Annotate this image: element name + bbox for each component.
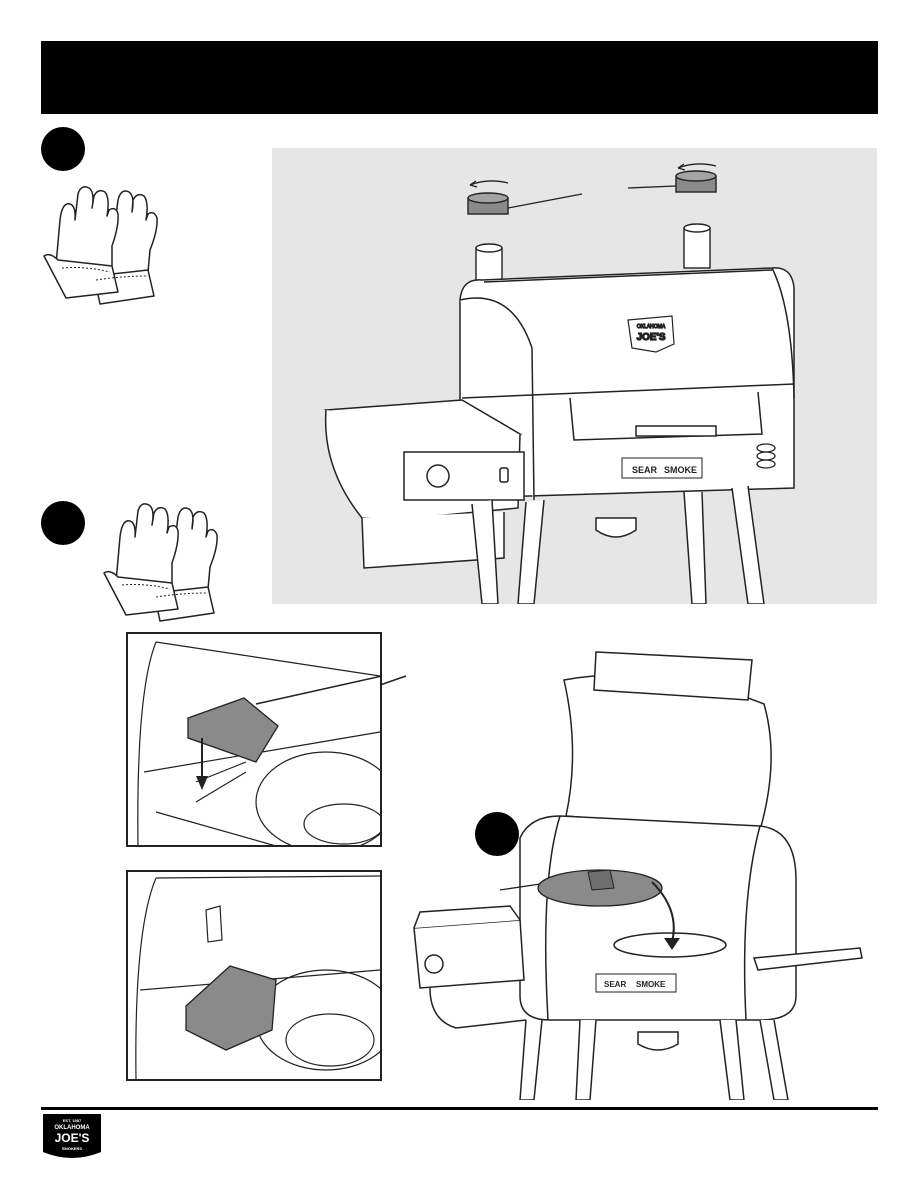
baffle-detail-top [126,632,382,847]
svg-text:EST. 1987: EST. 1987 [63,1118,82,1123]
header-bar [41,41,878,114]
svg-text:OKLAHOMA: OKLAHOMA [637,324,666,330]
grill-badge: OKLAHOMA JOE'S [627,315,675,353]
step-marker-1 [41,127,85,171]
svg-text:SMOKE: SMOKE [636,980,666,989]
oklahoma-joes-logo: EST. 1987 OKLAHOMA JOE'S SMOKERS [43,1114,101,1158]
chimney-cap-right [675,170,717,193]
step-marker-2 [41,501,85,545]
grate-placement-illustration: SEAR SMOKE [413,651,863,1100]
svg-text:OKLAHOMA: OKLAHOMA [54,1125,90,1131]
baffle-detail-bottom [126,870,382,1081]
gloves-icon [43,186,158,305]
footer-rule [41,1107,878,1110]
svg-text:SMOKE: SMOKE [664,465,697,475]
grill-cap-illustration: OKLAHOMA JOE'S SEAR SMOKE [272,148,877,604]
svg-text:JOE'S: JOE'S [55,1131,90,1145]
pointer-line [380,675,407,686]
control-panel-brand: SEAR SMOKE [621,457,703,479]
svg-text:SEAR: SEAR [632,465,658,475]
step-marker-5 [475,812,519,856]
gloves-icon [103,503,218,622]
chimney-cap-left [467,192,509,215]
svg-text:SMOKERS: SMOKERS [62,1146,83,1151]
svg-text:JOE'S: JOE'S [636,332,665,343]
svg-text:SEAR: SEAR [604,980,626,989]
